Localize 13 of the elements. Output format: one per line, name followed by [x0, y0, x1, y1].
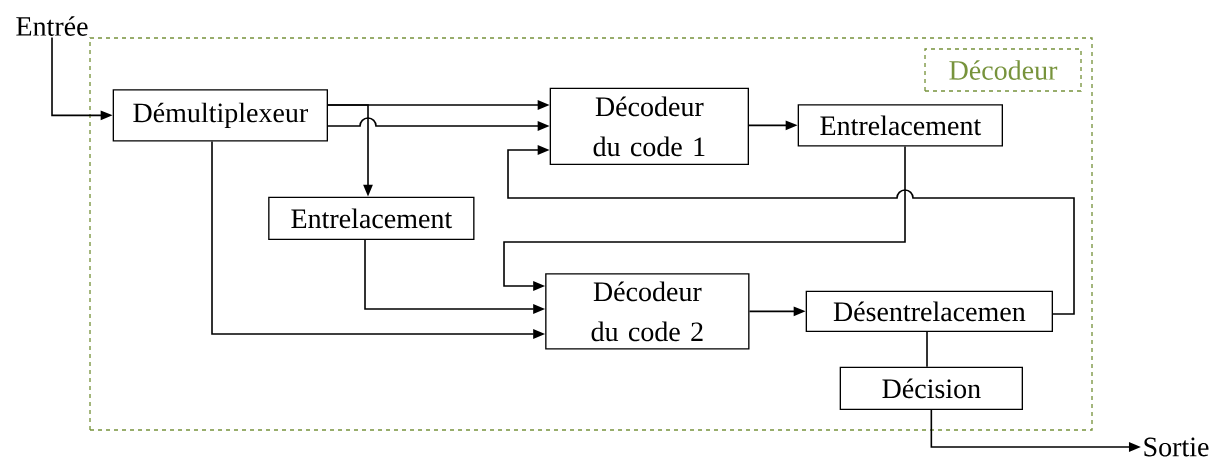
process-box: Décodeur du code 2 [545, 273, 750, 350]
frame-title: Décodeur [924, 48, 1082, 92]
arrow [507, 145, 1075, 315]
terminal-label: Sortie [1144, 437, 1209, 457]
connector-line [926, 331, 928, 368]
arrow [503, 145, 906, 291]
process-box: Décision [839, 366, 1023, 410]
process-box: Entrelacement [797, 104, 1003, 147]
terminal-label: Entrée [16, 16, 88, 36]
process-box: Décodeur du code 1 [549, 87, 749, 165]
process-box: Entrelacement [268, 196, 475, 240]
process-box: Démultiplexeur [112, 89, 328, 142]
process-box: Désentrelacemen [805, 290, 1053, 332]
